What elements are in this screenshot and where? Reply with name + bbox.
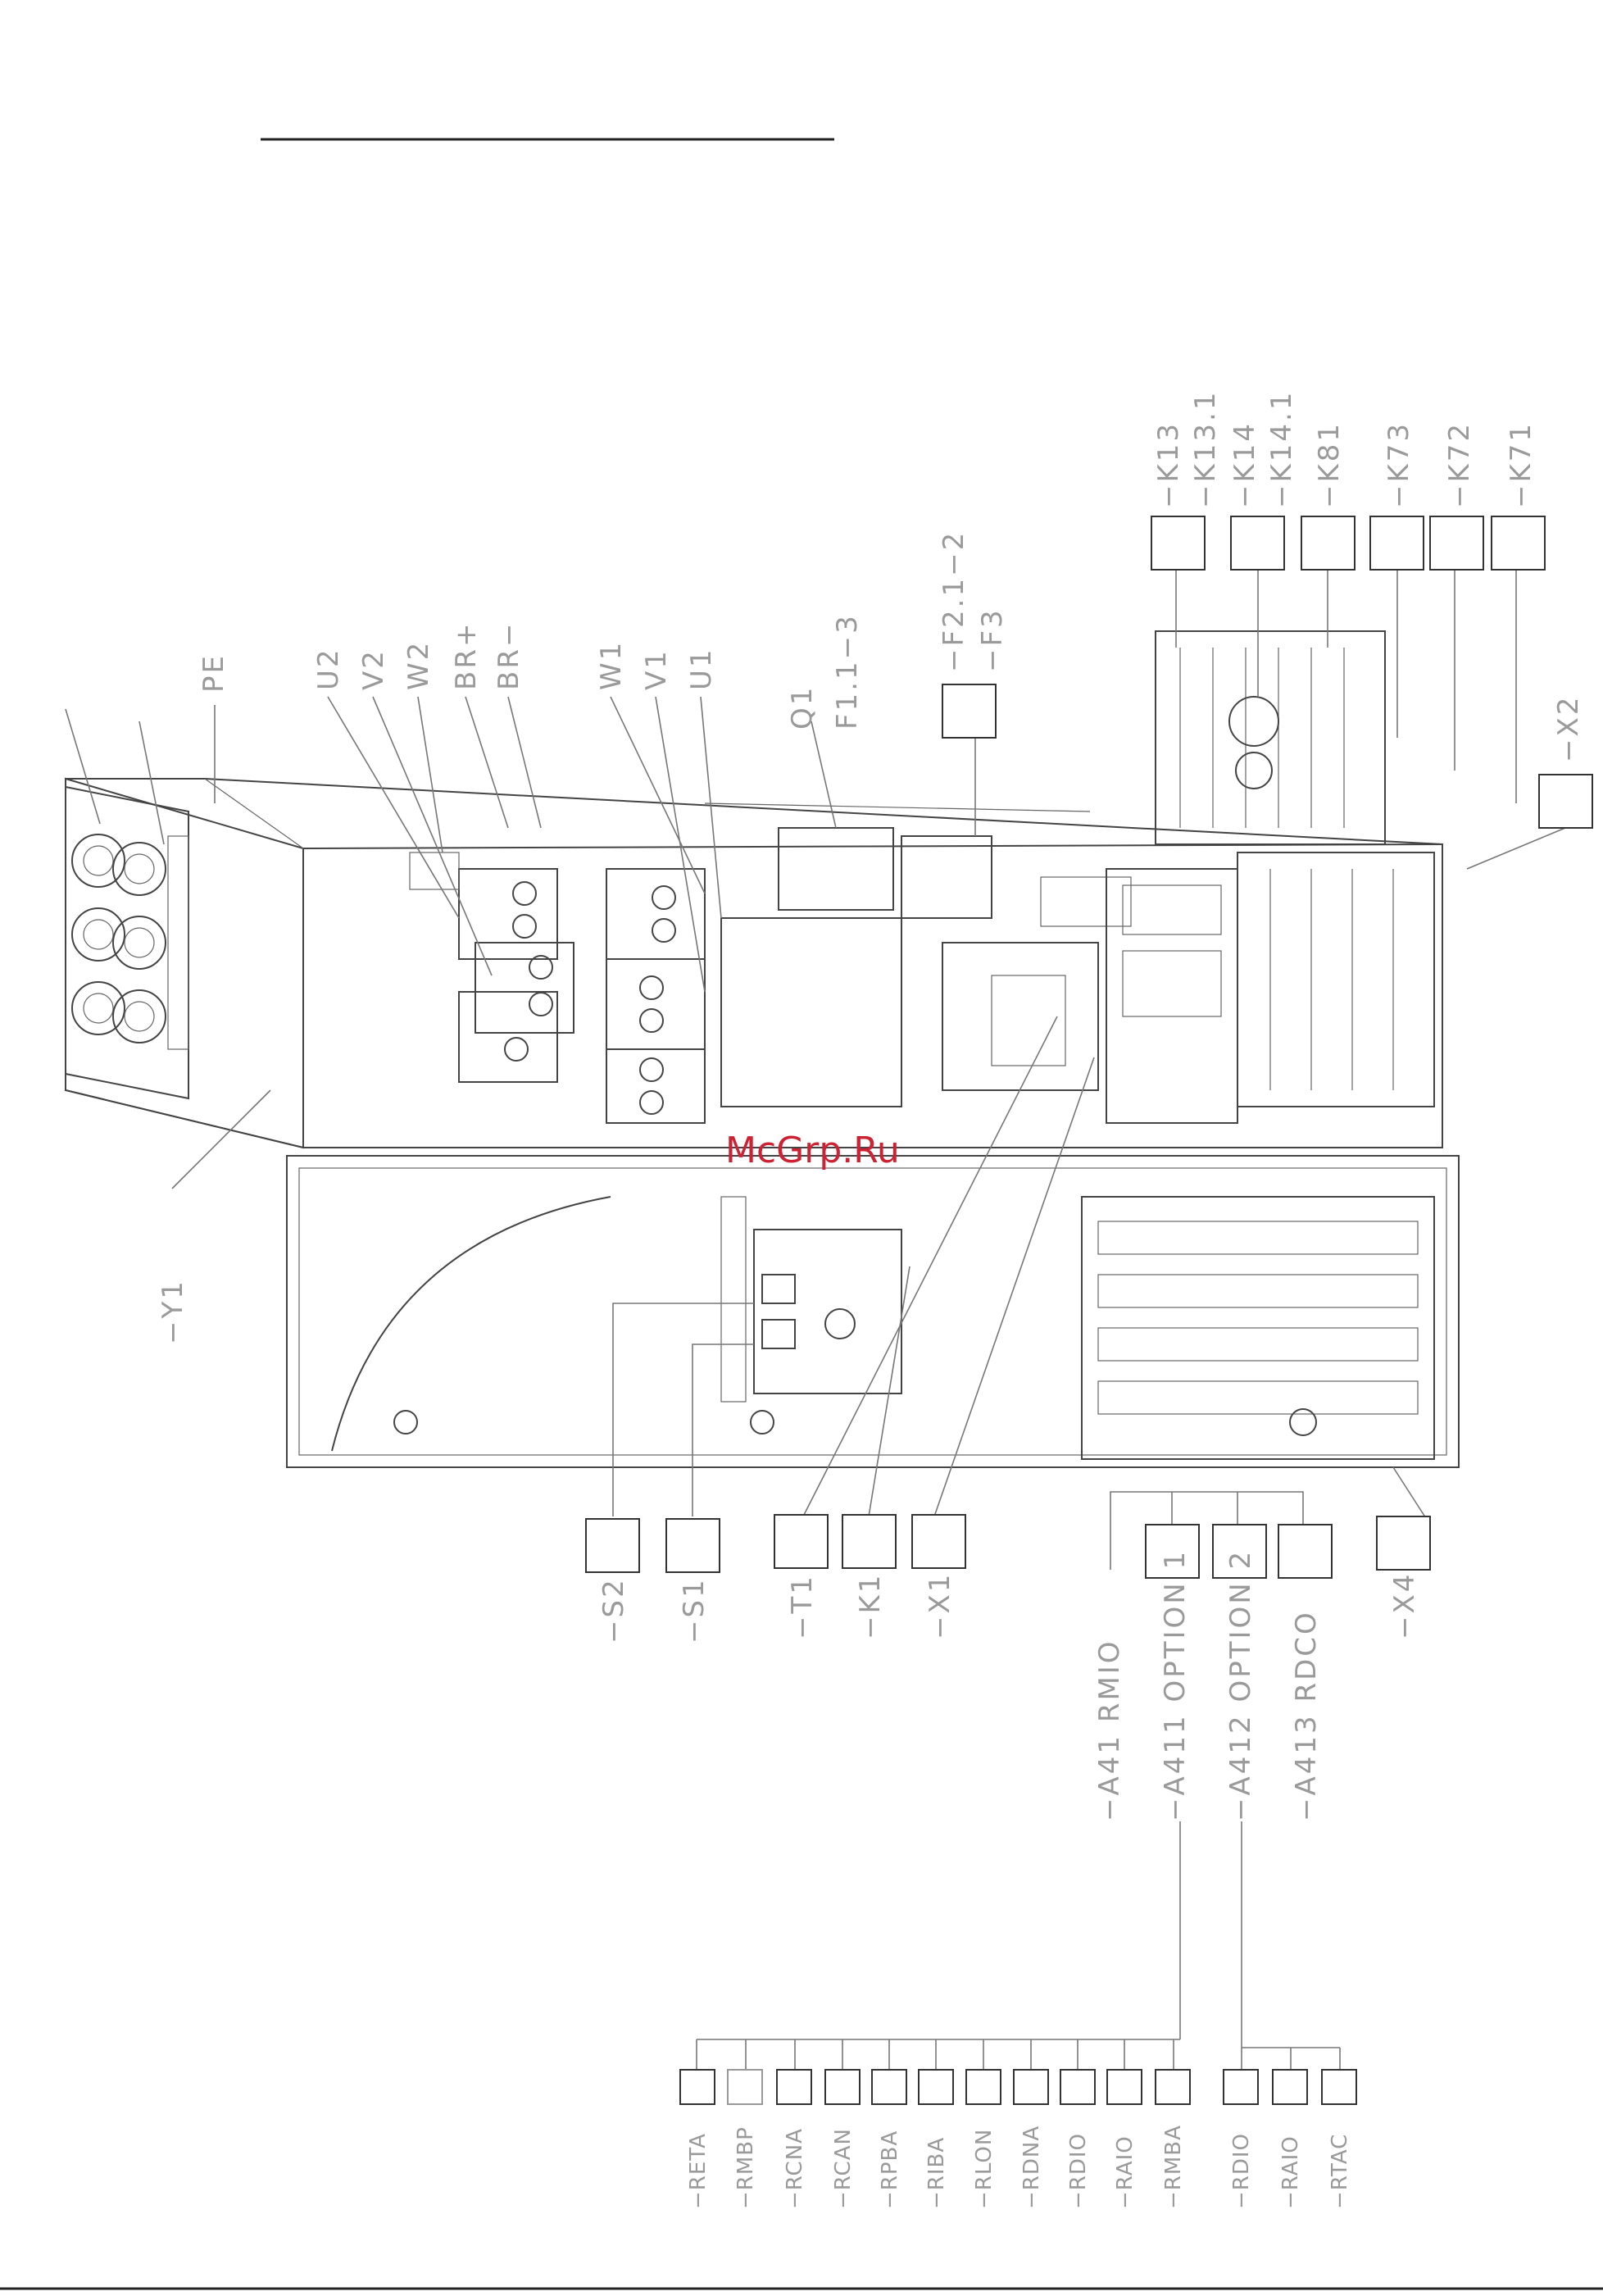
label-k14-1: −K14.1 bbox=[1265, 390, 1298, 509]
label-t1: −T1 bbox=[786, 1574, 819, 1639]
box-f2 bbox=[942, 684, 996, 738]
label-a412: −A412 OPTION 2 bbox=[1224, 1549, 1257, 1821]
label-a413: −A413 RDCO bbox=[1290, 1610, 1323, 1821]
cable-glands bbox=[66, 787, 188, 1098]
option1-label: −RMBA bbox=[1161, 2125, 1186, 2209]
label-br-minus: BR− bbox=[493, 621, 525, 690]
box-x4 bbox=[1377, 1516, 1430, 1570]
label-a411: −A411 OPTION 1 bbox=[1159, 1549, 1192, 1821]
box-k13 bbox=[1151, 516, 1205, 570]
label-pe: PE bbox=[198, 653, 230, 693]
label-s2: −S2 bbox=[597, 1577, 630, 1644]
box-k14 bbox=[1231, 516, 1284, 570]
option1-label: −RPBA bbox=[878, 2130, 902, 2209]
front-cover bbox=[287, 1156, 1459, 1467]
label-x2: −X2 bbox=[1552, 695, 1585, 762]
label-k14: −K14 bbox=[1228, 421, 1261, 508]
option1-labels: −RETA −RMBP −RCNA −RCAN −RPBA −RIBA −RLO… bbox=[686, 2125, 1186, 2209]
label-k1: −K1 bbox=[854, 1573, 887, 1639]
box-k73 bbox=[1370, 516, 1424, 570]
label-w2: W2 bbox=[402, 640, 435, 690]
control-board bbox=[1106, 869, 1237, 1123]
box-k71 bbox=[1492, 516, 1545, 570]
label-u2: U2 bbox=[312, 647, 345, 690]
option1-label: −RAIO bbox=[1113, 2135, 1138, 2209]
label-k81: −K81 bbox=[1313, 421, 1346, 508]
label-f3: −F3 bbox=[976, 607, 1009, 672]
box-t1 bbox=[774, 1515, 828, 1568]
option2-label: −RTAC bbox=[1328, 2134, 1352, 2209]
option1-label: −RLON bbox=[972, 2129, 997, 2209]
option2-label: −RDIO bbox=[1229, 2133, 1254, 2209]
label-q1: Q1 bbox=[786, 685, 819, 730]
label-x4: −X4 bbox=[1388, 1572, 1421, 1639]
box-s1 bbox=[666, 1519, 720, 1572]
box-a413 bbox=[1278, 1525, 1332, 1578]
label-br-plus: BR+ bbox=[450, 621, 483, 690]
watermark-text: McGrp.Ru bbox=[725, 1130, 900, 1171]
label-k71: −K71 bbox=[1505, 421, 1537, 508]
option-module-boxes bbox=[680, 2070, 1356, 2104]
leader-lines bbox=[66, 570, 1565, 2048]
box-s2 bbox=[586, 1519, 639, 1572]
option1-label: −RCNA bbox=[783, 2128, 807, 2209]
label-k73: −K73 bbox=[1383, 421, 1415, 508]
switch-fuse-area bbox=[705, 803, 1131, 1107]
output-terminals bbox=[410, 852, 574, 1082]
label-y1: −Y1 bbox=[157, 1279, 189, 1344]
label-x1: −X1 bbox=[924, 1572, 956, 1639]
box-x2 bbox=[1539, 775, 1592, 828]
callout-boxes bbox=[586, 516, 1592, 1578]
option1-label: −RCAN bbox=[831, 2128, 856, 2209]
box-x1 bbox=[912, 1515, 965, 1568]
option1-label: −RETA bbox=[686, 2133, 711, 2209]
box-k72 bbox=[1430, 516, 1483, 570]
label-f1: F1.1−3 bbox=[831, 613, 864, 730]
label-k13-1: −K13.1 bbox=[1189, 390, 1222, 509]
label-u1: U1 bbox=[685, 647, 718, 690]
option1-label: −RDIO bbox=[1066, 2133, 1091, 2209]
label-k72: −K72 bbox=[1443, 421, 1476, 508]
box-k81 bbox=[1301, 516, 1355, 570]
label-v2: V2 bbox=[357, 648, 390, 690]
label-f2: −F2.1−2 bbox=[938, 530, 970, 672]
option1-label: −RIBA bbox=[924, 2137, 949, 2209]
option1-label: −RMBP bbox=[733, 2126, 758, 2209]
component-labels: PE U2 V2 W2 BR+ BR− W1 V1 U1 Q1 F1.1−3 −… bbox=[157, 390, 1585, 1822]
label-s1: −S1 bbox=[678, 1577, 711, 1644]
label-v1: V1 bbox=[640, 648, 673, 690]
label-a41: −A41 RMIO bbox=[1093, 1639, 1126, 1821]
label-w1: W1 bbox=[595, 640, 628, 690]
box-k1 bbox=[842, 1515, 896, 1568]
option1-drops bbox=[697, 2039, 1340, 2070]
drive-module-drawing bbox=[66, 631, 1459, 1467]
option2-label: −RAIO bbox=[1278, 2135, 1303, 2209]
option2-labels: −RDIO −RAIO −RTAC bbox=[1229, 2133, 1352, 2209]
option1-label: −RDNA bbox=[1019, 2126, 1044, 2209]
label-k13: −K13 bbox=[1152, 421, 1185, 508]
